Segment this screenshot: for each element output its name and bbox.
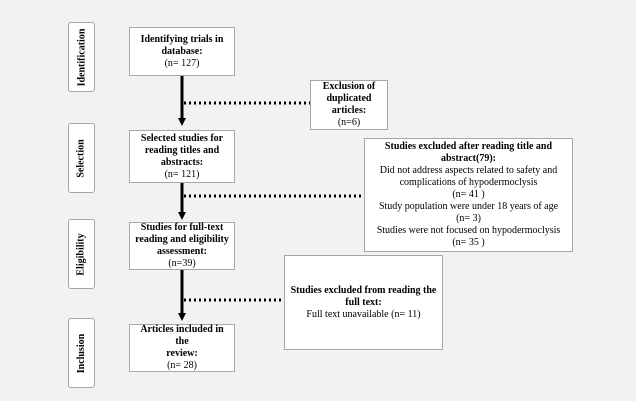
box-title-line: assessment: xyxy=(157,246,207,257)
box-included: Articles included in the review: (n= 28) xyxy=(129,324,235,372)
box-title-line: reading titles and xyxy=(144,144,220,156)
box-body-line: Study population were under 18 years of … xyxy=(378,201,559,212)
stage-eligibility: Eligibility xyxy=(68,219,95,289)
box-body-line: complications of hypodermoclysis xyxy=(399,177,538,188)
box-title-line: Articles included in the xyxy=(140,324,224,347)
box-exclusion-full-text: Studies excluded from reading the full t… xyxy=(284,255,443,350)
box-title-line: duplicated xyxy=(326,93,372,104)
box-title-line: full text: xyxy=(345,296,382,308)
box-body-line: (n= 3) xyxy=(456,213,481,224)
box-identifying: Identifying trials in database: (n= 127) xyxy=(129,27,235,76)
stage-inclusion: Inclusion xyxy=(68,318,95,388)
box-title-line: Identifying trials in xyxy=(140,33,224,45)
box-title-line: abstracts: xyxy=(160,156,204,168)
box-body-line: (n= 41 ) xyxy=(452,189,485,200)
box-selected: Selected studies for reading titles and … xyxy=(129,130,235,183)
box-title-line: abstract(79): xyxy=(441,153,496,164)
box-body-line: Studies were not focused on hypodermocly… xyxy=(376,225,561,236)
box-exclusion-title-abstract: Studies excluded after reading title and… xyxy=(364,138,573,252)
box-title-line: reading and eligibility xyxy=(135,234,229,245)
box-title-line: Exclusion of xyxy=(322,81,376,92)
box-title-line: Studies excluded after reading title and xyxy=(384,141,553,152)
box-title-line: Studies excluded from reading the xyxy=(290,284,437,296)
box-body-line: Full text unavailable (n= 11) xyxy=(306,308,421,320)
box-count: (n=39) xyxy=(168,258,196,269)
box-body-line: Did not address aspects related to safet… xyxy=(379,165,558,176)
box-title-line: articles: xyxy=(331,105,367,116)
stage-selection: Selection xyxy=(68,123,95,193)
box-count: (n= 121) xyxy=(164,168,200,180)
box-title-line: review: xyxy=(166,348,198,359)
box-title-line: Selected studies for xyxy=(140,132,224,144)
box-body-line: (n= 35 ) xyxy=(452,237,485,248)
box-body-line: (n=6) xyxy=(337,117,361,128)
box-exclusion-duplicates: Exclusion of duplicated articles: (n=6) xyxy=(310,80,388,130)
box-count: (n= 28) xyxy=(167,360,197,371)
box-fulltext: Studies for full-text reading and eligib… xyxy=(129,222,235,270)
stage-identification: Identification xyxy=(68,22,95,92)
box-title-line: database: xyxy=(161,45,203,57)
box-title-line: Studies for full-text xyxy=(140,222,224,233)
box-count: (n= 127) xyxy=(164,57,200,69)
